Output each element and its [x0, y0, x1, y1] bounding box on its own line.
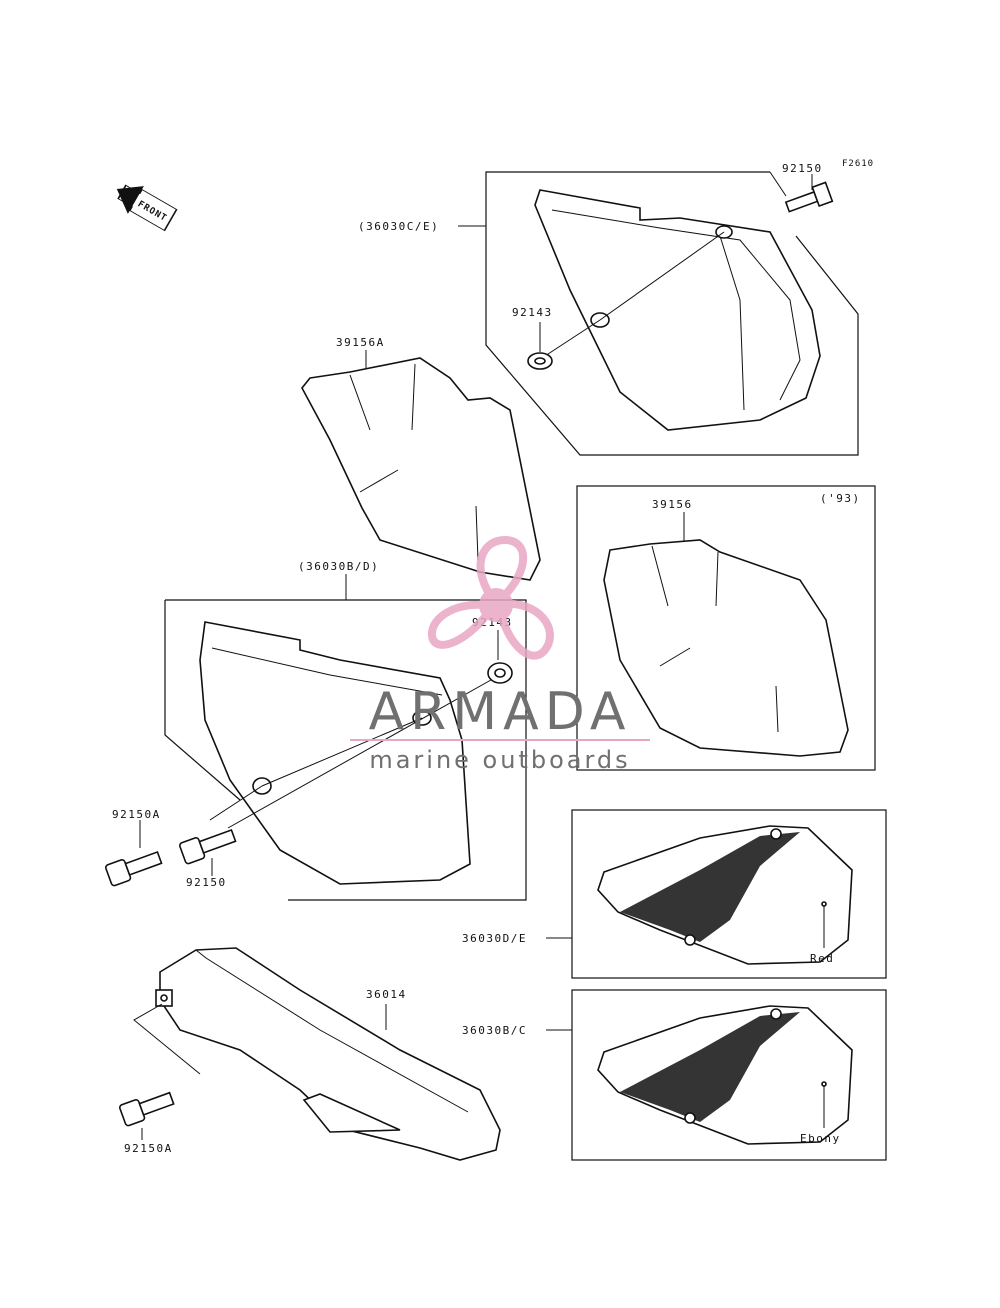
- cover-ebony-group: 36030B/C Ebony: [462, 989, 887, 1161]
- bolt-bottom-label: 92150A: [124, 1142, 173, 1155]
- cover-mid-ref: (36030B/D): [298, 560, 379, 573]
- pad-left-group: 39156A: [301, 336, 541, 581]
- pad-right-group: 39156 ('93): [576, 485, 876, 771]
- chain-guard: [159, 947, 501, 1161]
- washer-top-label: 92143: [512, 306, 553, 319]
- bolt-left-a-label: 92150A: [112, 808, 161, 821]
- chain-guard-label: 36014: [366, 988, 407, 1001]
- cover-mid-group: (36030B/D) 92143: [164, 560, 527, 901]
- pad-right-label: 39156: [652, 498, 693, 511]
- bolt-left-b-icon: [179, 828, 237, 865]
- cover-red-group: 36030D/E Red: [462, 809, 887, 979]
- cover-red-ref: 36030D/E: [462, 932, 527, 945]
- side-pad-right: [603, 539, 849, 757]
- cover-ebony-color: Ebony: [800, 1132, 841, 1145]
- pad-left-label: 39156A: [336, 336, 385, 349]
- cover-top-group: (36030C/E) 92143: [358, 171, 859, 456]
- watermark-tagline: marine outboards: [369, 746, 630, 774]
- propeller-logo-icon: [428, 535, 554, 660]
- pad-right-year: ('93): [820, 492, 861, 505]
- bolt-top-right-label: 92150: [782, 162, 823, 175]
- bolt-left-b-label: 92150: [186, 876, 227, 889]
- bolt-bottom-icon: [119, 1091, 175, 1127]
- bolt-top-right-icon: [784, 181, 834, 213]
- bolt-left-a-icon: [105, 850, 163, 887]
- cover-ebony-ref: 36030B/C: [462, 1024, 527, 1037]
- cover-top-ref: (36030C/E): [358, 220, 439, 233]
- chain-guard-group: 36014: [133, 947, 501, 1161]
- armada-logo: [428, 535, 554, 660]
- cover-red-color: Red: [810, 952, 834, 965]
- figure-code: F2610: [842, 159, 874, 169]
- side-pad-left: [301, 357, 541, 581]
- front-arrow-icon: FRONT: [116, 184, 178, 232]
- side-cover-top: [534, 189, 821, 431]
- watermark-brand: ARMADA: [369, 682, 632, 742]
